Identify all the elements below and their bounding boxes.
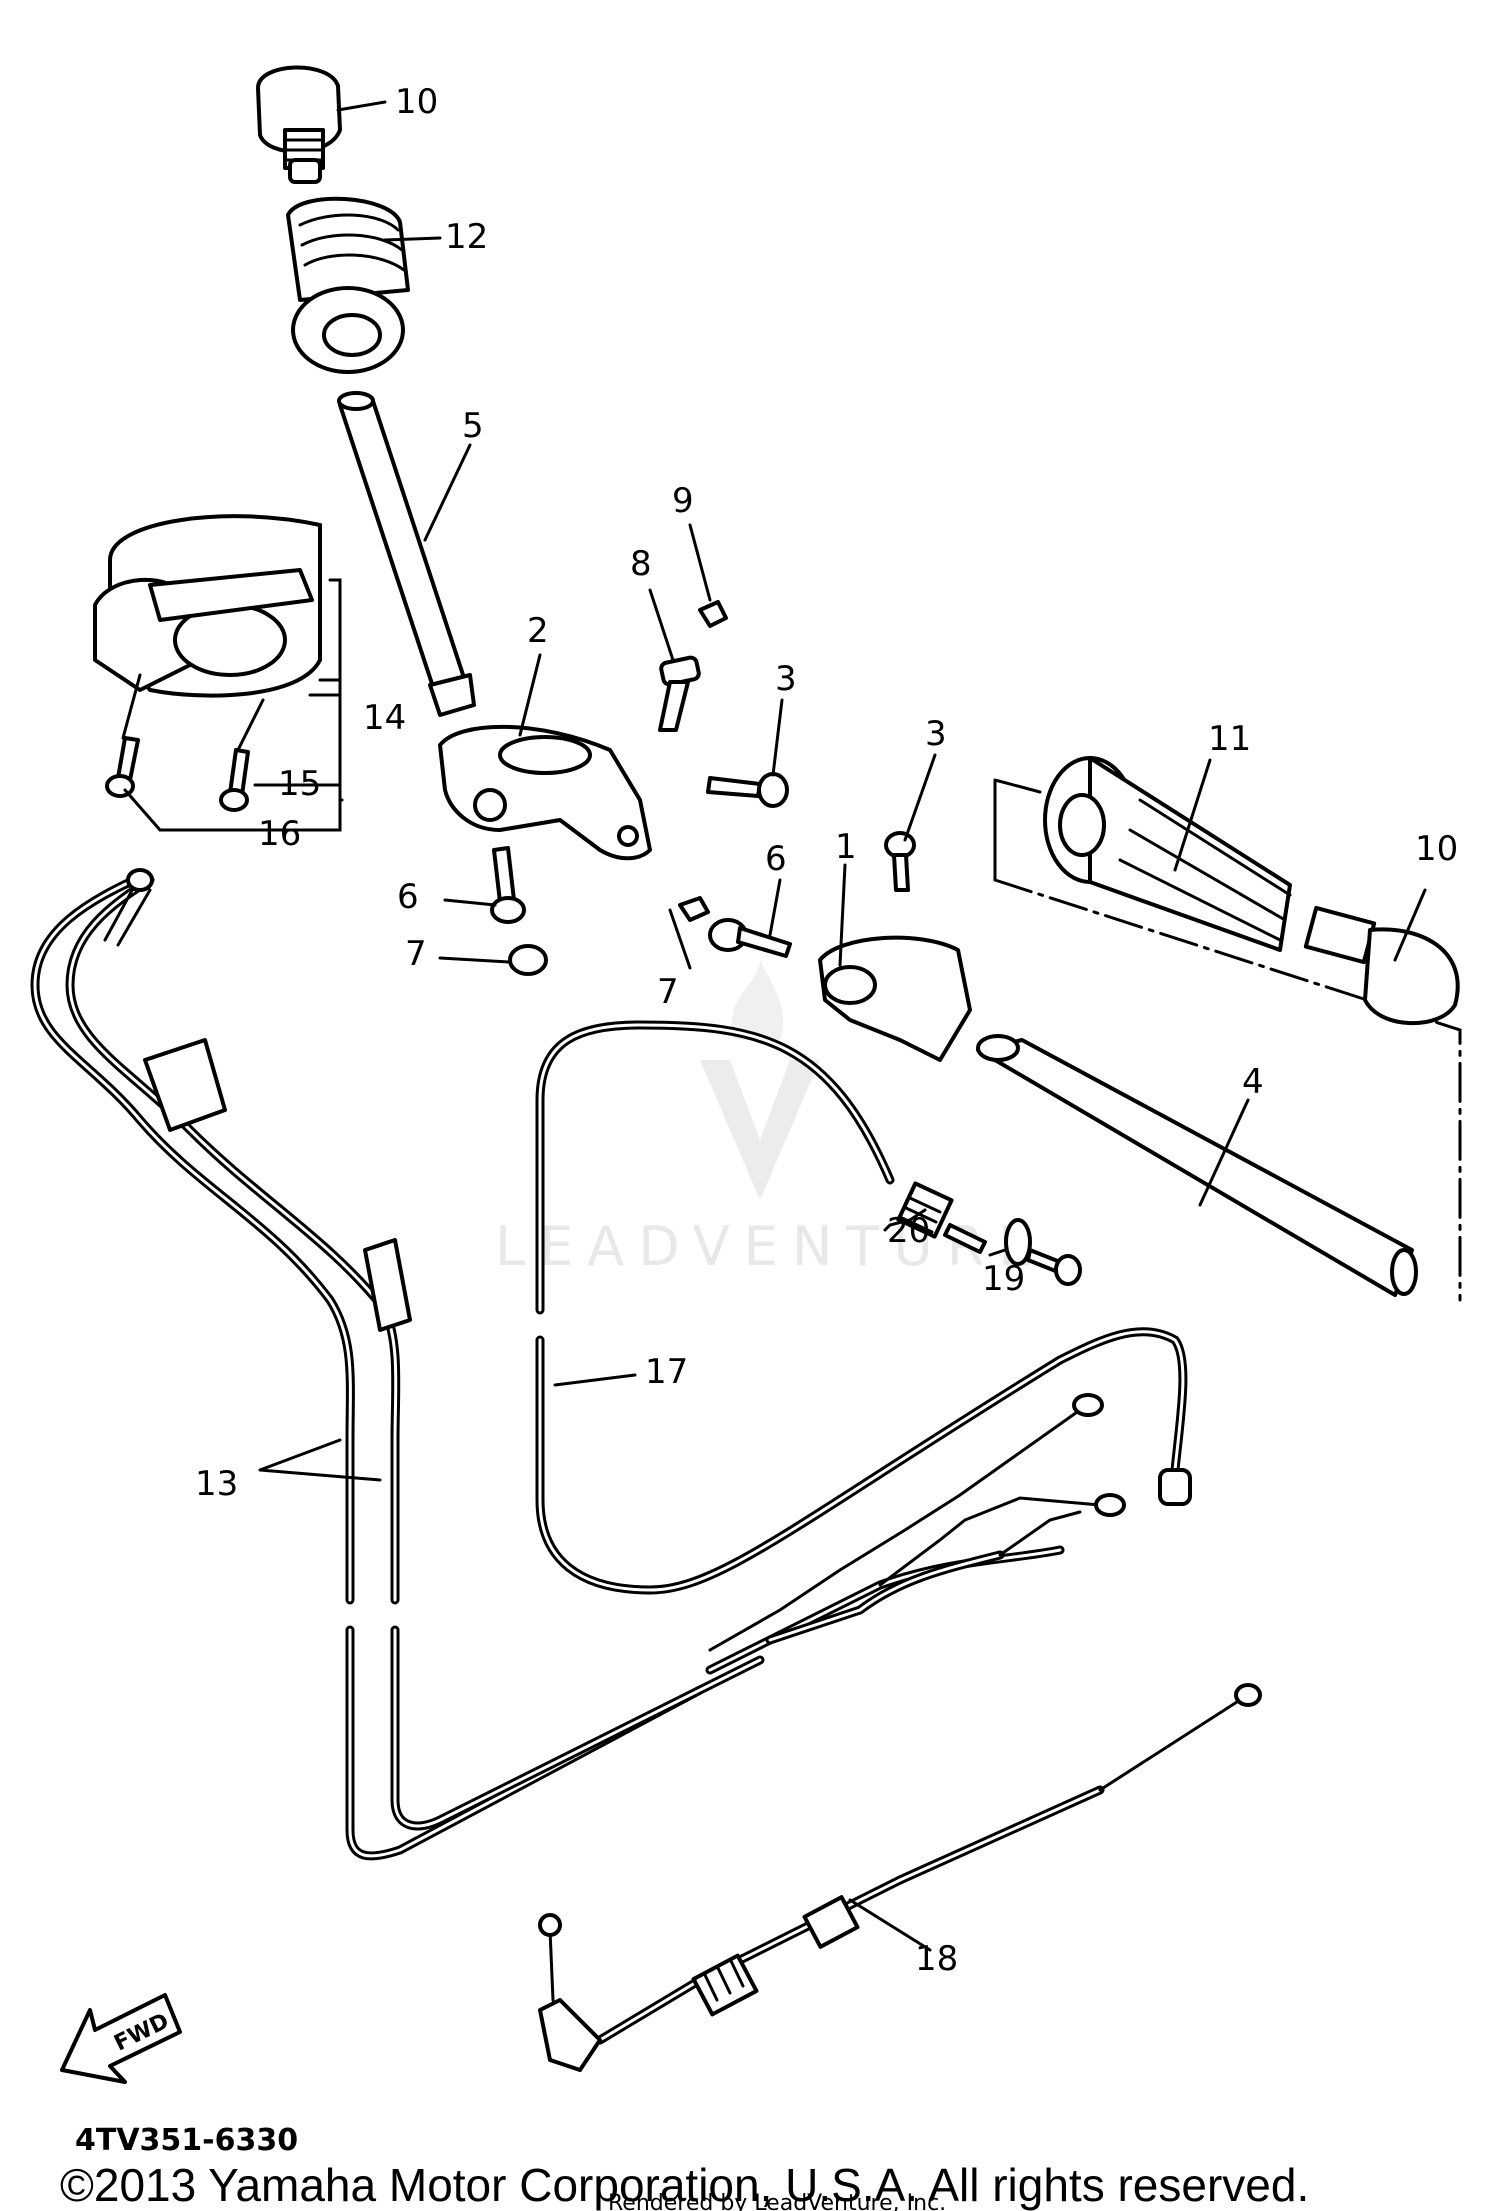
- callout-7-left: 7: [405, 934, 427, 974]
- callout-4: 4: [1242, 1062, 1264, 1102]
- leadventure-watermark: LEADVENTURE: [495, 960, 1046, 1278]
- callout-15: 15: [278, 764, 321, 804]
- left-switch-housing: [93, 514, 322, 698]
- grip-holder-right: [818, 935, 972, 1062]
- nut-7-right: [678, 896, 710, 922]
- throttle-housing: [438, 724, 652, 861]
- copyright-notice: ©2013 Yamaha Motor Corporation, U.S.A. A…: [60, 2159, 1309, 2211]
- screw-8: [658, 655, 701, 732]
- screw-9: [698, 600, 728, 628]
- callout-6-right: 6: [765, 839, 787, 879]
- callout-8: 8: [630, 544, 652, 584]
- callout-14: 14: [363, 698, 406, 738]
- throttle-cables-13: [30, 868, 1126, 1861]
- screw-3-left: [706, 772, 789, 808]
- handlebar-left: [337, 391, 476, 717]
- callout-20: 20: [887, 1211, 930, 1251]
- lock-nut: [1004, 1218, 1082, 1286]
- callout-9: 9: [672, 481, 694, 521]
- callout-3-right: 3: [925, 714, 947, 754]
- callout-16: 16: [258, 814, 301, 854]
- callout-5: 5: [462, 406, 484, 446]
- callout-11: 11: [1208, 719, 1251, 759]
- screw-6-left: [490, 846, 526, 924]
- callout-19: 19: [982, 1259, 1025, 1299]
- callout-10-top: 10: [395, 82, 438, 122]
- screw-6-right: [708, 918, 792, 958]
- callout-17: 17: [645, 1352, 688, 1392]
- watermark-text: LEADVENTURE: [495, 1215, 1046, 1278]
- throttle-grip: [286, 196, 410, 374]
- leader-lines: [121, 100, 1427, 1952]
- callout-1: 1: [835, 827, 857, 867]
- callout-7-right: 7: [657, 972, 679, 1012]
- callout-3-left: 3: [775, 659, 797, 699]
- bar-end-weight-top: [256, 65, 342, 184]
- callout-10-right: 10: [1415, 829, 1458, 869]
- callout-13: 13: [195, 1464, 238, 1504]
- rendered-by: Rendered by LeadVenture, Inc.: [608, 2191, 946, 2211]
- callout-18: 18: [915, 1939, 958, 1979]
- screw-16: [105, 736, 140, 798]
- forward-arrow: FWD: [60, 1993, 182, 2084]
- screw-15: [219, 748, 250, 812]
- handlebar-right: [976, 1034, 1418, 1297]
- grip-right: [993, 756, 1462, 1302]
- callout-2: 2: [527, 611, 549, 651]
- callout-12: 12: [445, 217, 488, 257]
- cable-17: [535, 1020, 1192, 1595]
- diagram-code: 4TV351-6330: [75, 2123, 298, 2158]
- callouts: 10 12 5 9 8 2 3 14 15 16 6 7 3 11 10 6 1…: [195, 82, 1458, 1979]
- bar-end-weight-right: [1303, 905, 1460, 1026]
- nut-7-left: [508, 944, 548, 976]
- cable-adjuster: [896, 1181, 987, 1254]
- cable-18: [538, 1683, 1262, 2072]
- callout-6-left: 6: [397, 877, 419, 917]
- screw-3-right: [884, 831, 916, 892]
